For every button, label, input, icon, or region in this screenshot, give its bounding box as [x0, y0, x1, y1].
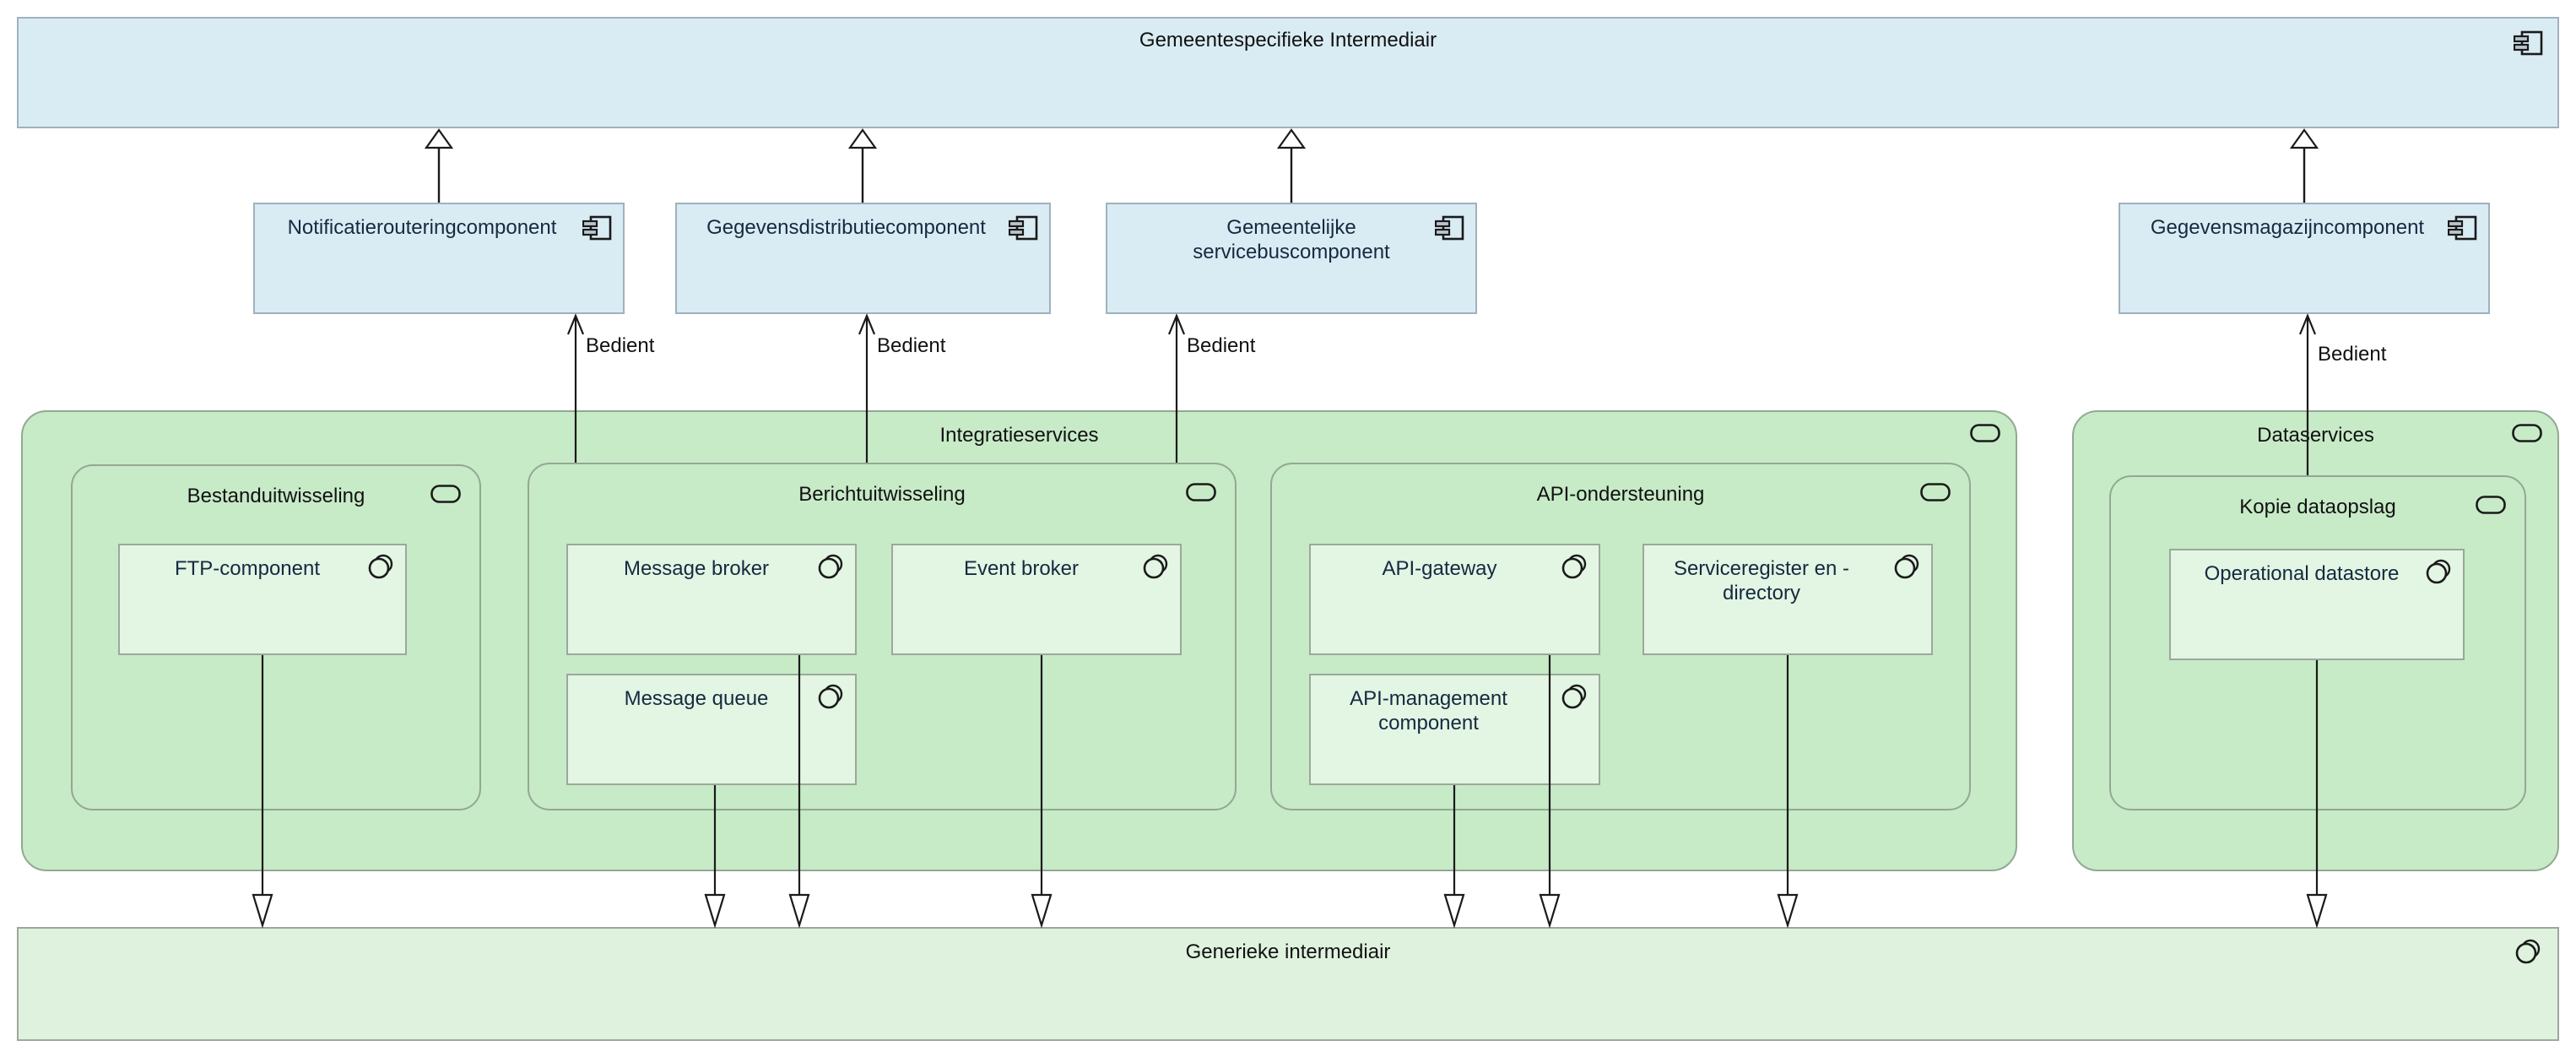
container-title: Integratieservices — [939, 424, 1099, 447]
node-label: FTP-component — [174, 557, 321, 580]
node-api-gateway[interactable]: API-gateway — [1309, 544, 1600, 655]
application-service-icon — [2424, 558, 2453, 591]
node-label: Gegevensmagazijncomponent — [2150, 216, 2425, 239]
grouping-icon — [2476, 496, 2506, 518]
node-serviceregister-en-directory[interactable]: Serviceregister en - directory — [1642, 544, 1933, 655]
application-service-icon — [1560, 683, 1588, 716]
node-notificatierouteringcomponent[interactable]: Notificatierouteringcomponent — [253, 203, 625, 314]
node-event-broker[interactable]: Event broker — [891, 544, 1182, 655]
container-title: Kopie dataopslag — [2239, 496, 2396, 518]
open-chevron-arrowhead — [566, 313, 585, 335]
open-chevron-arrowhead — [1167, 313, 1186, 335]
uml-component-icon — [2447, 214, 2478, 246]
application-service-icon — [816, 553, 845, 586]
node-label: Gemeentespecifieke Intermediair — [1139, 29, 1437, 51]
edge-label-bedient-4: Bedient — [2318, 343, 2387, 366]
application-service-icon — [1892, 553, 1921, 586]
uml-component-icon — [582, 214, 613, 246]
open-chevron-arrowhead — [2298, 313, 2317, 335]
application-service-icon — [2514, 938, 2542, 971]
node-generieke-intermediair[interactable]: Generieke intermediair — [17, 927, 2559, 1041]
container-title: Berichtuitwisseling — [798, 483, 966, 506]
node-message-queue[interactable]: Message queue — [566, 674, 857, 785]
edge-label-bedient-2: Bedient — [877, 334, 946, 357]
node-label: Gegevensdistributiecomponent — [706, 216, 986, 239]
open-chevron-arrowhead — [858, 313, 876, 335]
node-gemeentelijke-servicebuscomponent[interactable]: Gemeentelijke servicebuscomponent — [1106, 203, 1477, 314]
node-label: Serviceregister en - directory — [1673, 557, 1850, 604]
node-gegevensmagazijncomponent[interactable]: Gegevensmagazijncomponent — [2119, 203, 2490, 314]
application-service-icon — [1560, 553, 1588, 586]
node-label: API-gateway — [1382, 557, 1497, 580]
node-label: Operational datastore — [2204, 562, 2400, 585]
node-label: Gemeentelijke servicebuscomponent — [1193, 216, 1390, 263]
node-label: Message broker — [623, 557, 770, 580]
application-service-icon — [1141, 553, 1170, 586]
application-service-icon — [816, 683, 845, 716]
hollow-triangle-arrowheads — [424, 128, 2319, 149]
uml-component-icon — [1434, 214, 1465, 246]
grouping-icon — [1186, 483, 1216, 506]
edge-label-bedient-3: Bedient — [1187, 334, 1256, 357]
uml-component-icon — [1008, 214, 1039, 246]
application-service-icon — [366, 553, 395, 586]
container-title: Bestanduitwisseling — [187, 485, 365, 507]
node-label: Notificatierouteringcomponent — [287, 216, 557, 239]
edge-label-bedient-1: Bedient — [586, 334, 655, 357]
grouping-icon — [430, 485, 461, 507]
node-message-broker[interactable]: Message broker — [566, 544, 857, 655]
grouping-icon — [2512, 424, 2542, 447]
node-gemeentespecifieke-intermediair[interactable]: Gemeentespecifieke Intermediair — [17, 17, 2559, 128]
grouping-icon — [1970, 424, 2000, 447]
node-gegevensdistributiecomponent[interactable]: Gegevensdistributiecomponent — [675, 203, 1051, 314]
node-label: API-management component — [1350, 687, 1507, 734]
node-label: Event broker — [963, 557, 1080, 580]
grouping-icon — [1920, 483, 1951, 506]
node-operational-datastore[interactable]: Operational datastore — [2169, 549, 2465, 660]
container-title: API-ondersteuning — [1536, 483, 1705, 506]
open-triangle-down-arrowheads — [252, 893, 2328, 929]
uml-component-icon — [2513, 30, 2544, 61]
node-label: Message queue — [624, 687, 769, 710]
node-api-management-component[interactable]: API-management component — [1309, 674, 1600, 785]
realization-edges — [437, 148, 2306, 203]
container-title: Dataservices — [2257, 424, 2374, 447]
node-ftp-component[interactable]: FTP-component — [118, 544, 407, 655]
node-label: Generieke intermediair — [1185, 940, 1391, 963]
